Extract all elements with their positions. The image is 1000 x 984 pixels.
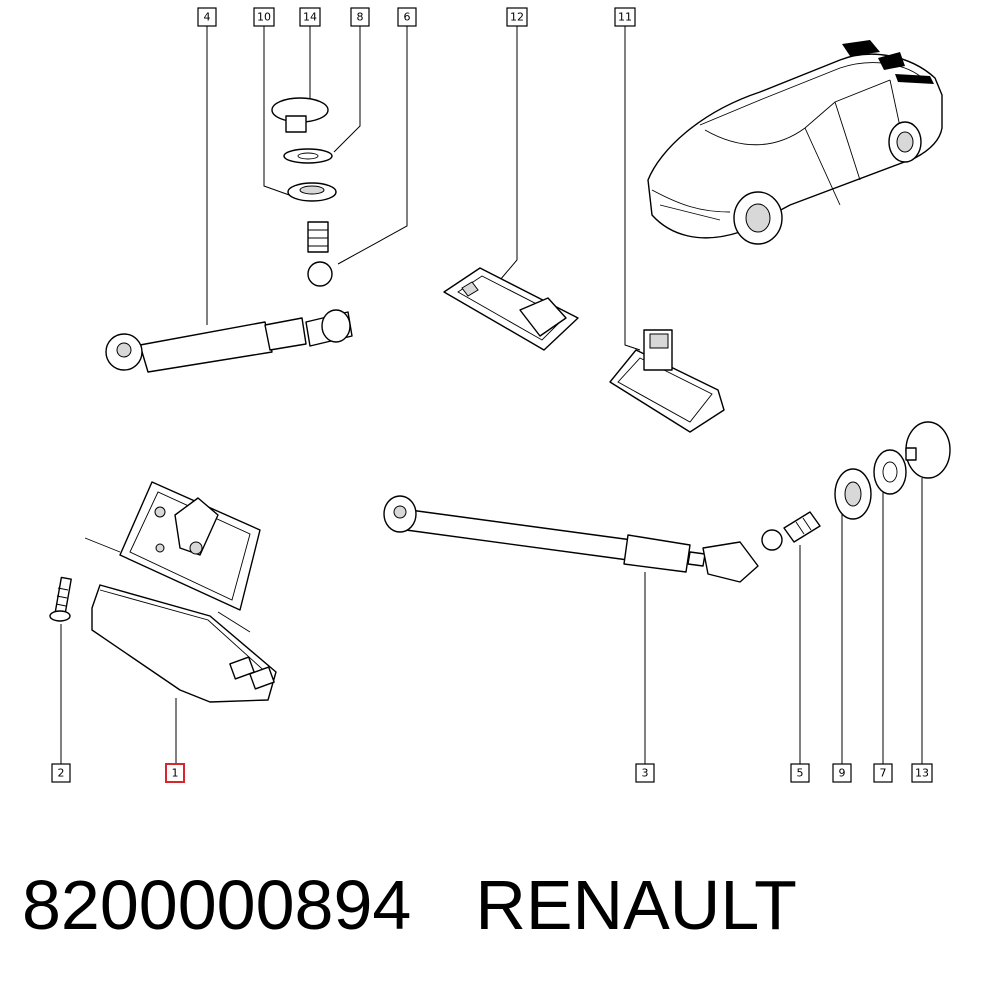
callout-6: 6 (397, 7, 417, 27)
part-2-screw (49, 576, 72, 622)
svg-text:7: 7 (880, 767, 887, 780)
part-6-ball-stud (307, 221, 333, 287)
svg-text:13: 13 (915, 767, 929, 780)
exploded-parts-diagram: 4 10 14 8 6 12 11 2 1 3 5 9 7 13 (49, 7, 951, 783)
part-14-cap (271, 97, 329, 133)
callout-1[interactable]: 1 (165, 763, 185, 783)
part-13-cap (905, 421, 951, 479)
svg-text:6: 6 (404, 11, 411, 24)
svg-text:8: 8 (357, 11, 364, 24)
callout-7: 7 (873, 763, 893, 783)
svg-text:10: 10 (257, 11, 271, 24)
caption: 8200000894 RENAULT (22, 860, 797, 950)
svg-text:5: 5 (797, 767, 804, 780)
callout-5: 5 (790, 763, 810, 783)
svg-text:14: 14 (303, 11, 317, 24)
svg-text:2: 2 (58, 767, 65, 780)
part-8-washer (283, 148, 333, 164)
part-1-lock (84, 481, 277, 703)
svg-text:9: 9 (839, 767, 846, 780)
part-5-ball-stud (761, 511, 821, 551)
part-3-gas-strut (383, 495, 759, 583)
callout-2: 2 (51, 763, 71, 783)
svg-text:12: 12 (510, 11, 524, 24)
part-11-switch (609, 329, 725, 433)
callout-8: 8 (350, 7, 370, 27)
svg-text:11: 11 (618, 11, 632, 24)
part-9-grommet (834, 468, 872, 520)
callout-3: 3 (635, 763, 655, 783)
callout-14: 14 (299, 7, 321, 27)
callout-12: 12 (506, 7, 528, 27)
part-12-plate-lamp (443, 267, 579, 351)
callout-11: 11 (614, 7, 636, 27)
svg-text:3: 3 (642, 767, 649, 780)
callout-9: 9 (832, 763, 852, 783)
svg-text:4: 4 (204, 11, 211, 24)
brand-name: RENAULT (475, 866, 797, 944)
car-illustration (647, 40, 943, 245)
part-number: 8200000894 (22, 866, 412, 944)
part-10-grommet (287, 182, 337, 202)
svg-text:1: 1 (172, 767, 179, 780)
part-7-washer (873, 449, 907, 495)
leader-lines (60, 25, 923, 764)
callout-13: 13 (911, 763, 933, 783)
callout-10: 10 (253, 7, 275, 27)
callout-4: 4 (197, 7, 217, 27)
part-4-gas-strut (105, 309, 353, 373)
